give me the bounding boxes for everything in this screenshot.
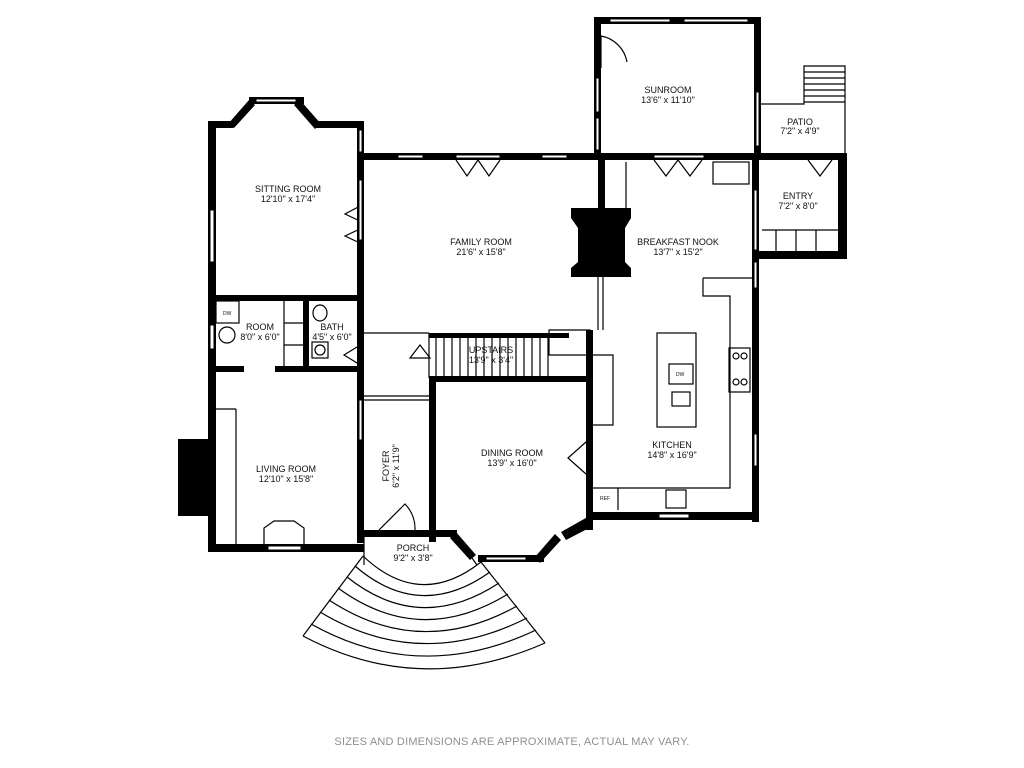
dining-room-walls <box>450 380 593 563</box>
breakfast-nook-name: BREAKFAST NOOK <box>637 237 719 247</box>
room-bath-walls <box>208 300 363 373</box>
living-room-name: LIVING ROOM <box>256 464 316 474</box>
entry-walls <box>752 153 847 259</box>
family-room-name: FAMILY ROOM <box>450 237 512 247</box>
kitchen-dims: 14'8" x 16'9" <box>647 450 696 460</box>
kitchen-walls <box>586 277 759 520</box>
disclaimer-footer: SIZES AND DIMENSIONS ARE APPROXIMATE, AC… <box>334 736 689 748</box>
bath-name: BATH <box>320 322 343 332</box>
porch-dims: 9'2" x 3'8" <box>393 553 432 563</box>
foyer-walls <box>364 382 436 542</box>
porch-name: PORCH <box>397 543 430 553</box>
family-room-walls <box>342 153 757 543</box>
upstairs-dims: 13'9" x 3'4" <box>469 355 513 365</box>
sunroom-dims: 13'6" x 11'10" <box>641 95 695 105</box>
breakfast-nook-walls <box>625 153 759 522</box>
patio-dims: 7'2" x 4'9" <box>780 126 819 136</box>
laundry-dw-label: DW <box>223 311 232 317</box>
breakfast-nook-dims: 13'7" x 15'2" <box>653 247 702 257</box>
living-room-walls <box>178 372 364 552</box>
kitchen-name: KITCHEN <box>652 440 692 450</box>
sitting-room-dims: 12'10" x 17'4" <box>261 194 315 204</box>
room-name: ROOM <box>246 322 274 332</box>
room-dims: 8'0" x 6'0" <box>240 332 279 342</box>
patio-name: PATIO <box>787 117 813 127</box>
dining-room-name: DINING ROOM <box>481 448 543 458</box>
sunroom-walls <box>594 17 761 157</box>
bath-dims: 4'5" x 6'0" <box>312 332 351 342</box>
living-room-dims: 12'10" x 15'8" <box>259 474 313 484</box>
porch <box>302 530 546 670</box>
sunroom-name: SUNROOM <box>645 85 692 95</box>
dining-room-dims: 13'9" x 16'0" <box>487 458 536 468</box>
entry-dims: 7'2" x 8'0" <box>778 201 817 211</box>
foyer-dims: 6'2" x 11'9" <box>391 444 401 488</box>
refrigerator-label: REF <box>600 496 610 502</box>
patio <box>761 65 846 157</box>
room-labels: SUNROOM 13'6" x 11'10" PATIO 7'2" x 4'9"… <box>223 85 820 563</box>
sitting-room-name: SITTING ROOM <box>255 184 321 194</box>
entry-name: ENTRY <box>783 191 813 201</box>
upstairs-name: UPSTAIRS <box>469 345 513 355</box>
kitchen-dw-label: DW <box>676 372 685 378</box>
foyer-name: FOYER <box>381 450 391 482</box>
upstairs-stairs <box>408 329 591 382</box>
family-room-dims: 21'6" x 15'8" <box>456 247 505 257</box>
